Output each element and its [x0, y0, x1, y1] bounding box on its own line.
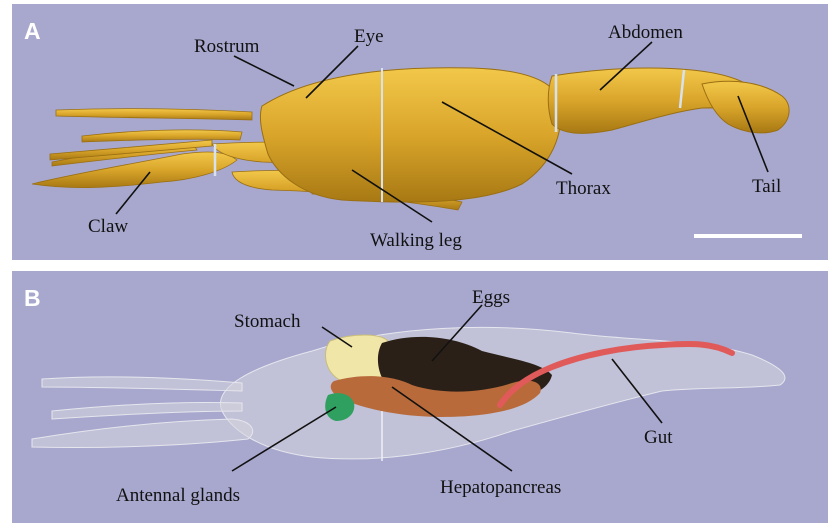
label-antennal-glands: Antennal glands	[116, 485, 240, 506]
label-gut: Gut	[644, 427, 673, 448]
label-hepatopancreas: Hepatopancreas	[440, 477, 561, 498]
label-stomach: Stomach	[234, 311, 301, 332]
crayfish-external-illustration: Rostrum Eye Abdomen Thorax Tail Claw Wal…	[12, 4, 828, 260]
label-tail: Tail	[752, 176, 781, 197]
panel-a-external-anatomy: A	[12, 4, 828, 260]
label-claw: Claw	[88, 216, 128, 237]
label-thorax: Thorax	[556, 178, 611, 199]
label-abdomen: Abdomen	[608, 22, 683, 43]
label-rostrum: Rostrum	[194, 36, 260, 57]
tail-shape	[702, 81, 789, 133]
label-walking-leg: Walking leg	[370, 230, 462, 251]
panel-b-internal-anatomy: B Stomach Eggs Gut Antennal glands Hepat…	[12, 271, 828, 523]
label-eggs: Eggs	[472, 287, 510, 308]
thorax-shape	[260, 68, 560, 202]
crayfish-internal-illustration: Stomach Eggs Gut Antennal glands Hepatop…	[12, 271, 828, 523]
label-eye: Eye	[354, 26, 384, 47]
